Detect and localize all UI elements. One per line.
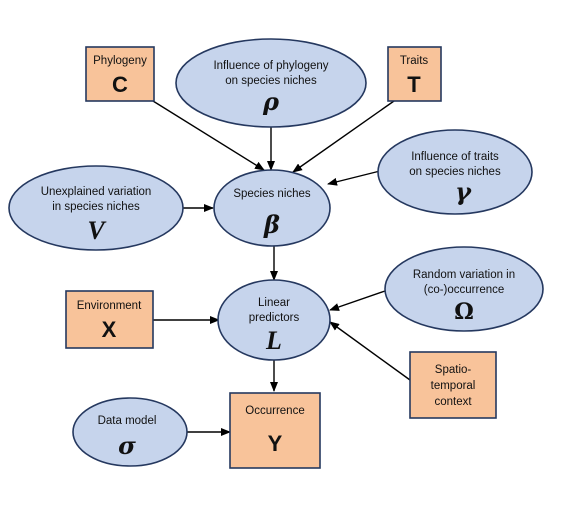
node-linear-predictors: Linear predictors L [217, 279, 331, 361]
node-species-niches: Species niches β [213, 169, 331, 247]
node-traits: Traits T [387, 46, 442, 102]
random-variation-label-line-1: Random variation in [413, 269, 515, 281]
species-niches-label: Species niches [233, 188, 311, 200]
edge-traits-to-niches [292, 100, 395, 173]
node-traits-influence: Influence of traits on species niches γ [377, 129, 533, 215]
phylogeny-symbol: C [112, 72, 128, 97]
unexplained-label-line-1: Unexplained variation [41, 186, 152, 198]
node-occurrence: Occurrence Y [229, 392, 321, 469]
l-symbol: L [265, 326, 282, 355]
rho-symbol: ρ [262, 87, 280, 116]
data-model-label: Data model [98, 415, 157, 427]
omega-symbol: Ω [454, 299, 474, 325]
random-variation-label-line-2: (co-)occurrence [424, 284, 505, 296]
traits-symbol: T [407, 72, 421, 97]
node-phylogeny-influence: Influence of phylogeny on species niches… [175, 38, 367, 128]
phylogeny-label: Phylogeny [93, 55, 147, 67]
traits-label: Traits [400, 55, 429, 67]
unexplained-label-line-2: in species niches [52, 201, 140, 213]
node-spatiotemporal-context: Spatio- temporal context [409, 351, 497, 419]
gamma-symbol: γ [455, 177, 472, 206]
node-data-model: Data model σ [72, 397, 188, 467]
environment-symbol: X [102, 317, 117, 342]
edge-spatiotemporal-to-linear [329, 321, 411, 381]
spatiotemporal-label-line-3: context [434, 396, 472, 408]
edge-random-to-linear [329, 290, 386, 311]
linear-predictors-label-line-2: predictors [249, 312, 300, 324]
sigma-symbol: σ [118, 431, 136, 460]
spatiotemporal-label-line-1: Spatio- [435, 364, 472, 376]
v-symbol: V [87, 216, 107, 245]
traits-influence-label-line-1: Influence of traits [411, 151, 499, 163]
phylogeny-influence-label-line-1: Influence of phylogeny [213, 60, 328, 72]
occurrence-symbol: Y [268, 431, 283, 456]
edges [152, 100, 411, 436]
phylogeny-influence-label-line-2: on species niches [225, 75, 317, 87]
beta-symbol: β [263, 210, 280, 239]
node-environment: Environment X [65, 290, 154, 349]
spatiotemporal-label-line-2: temporal [431, 380, 476, 392]
edge-phylogeny-to-niches [152, 100, 265, 171]
node-random-variation: Random variation in (co-)occurrence Ω [384, 246, 544, 332]
linear-predictors-label-line-1: Linear [258, 297, 290, 309]
node-phylogeny: Phylogeny C [85, 46, 155, 102]
environment-label: Environment [77, 300, 142, 312]
edge-traits-influence-to-niches [327, 170, 381, 186]
occurrence-label: Occurrence [245, 405, 304, 417]
traits-influence-label-line-2: on species niches [409, 166, 501, 178]
node-unexplained-variation: Unexplained variation in species niches … [8, 165, 184, 251]
